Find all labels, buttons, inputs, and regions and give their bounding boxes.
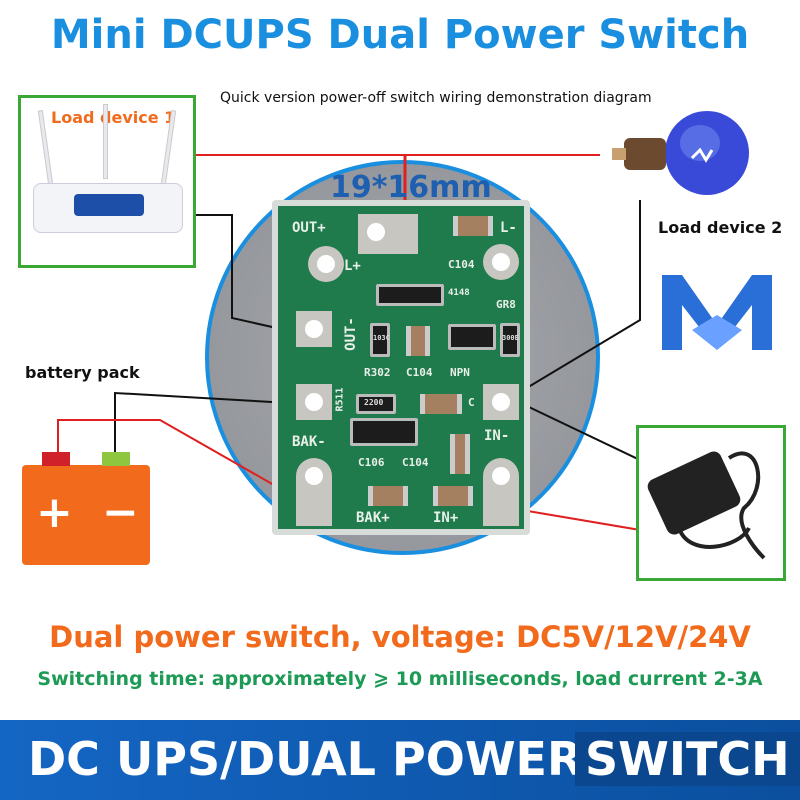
resistor-103c [370,323,390,357]
page-title: Mini DCUPS Dual Power Switch [50,12,750,58]
diagram-subtitle: Quick version power-off switch wiring de… [220,90,652,106]
capacitor [450,434,470,474]
voltage-info: Dual power switch, voltage: DC5V/12V/24V [49,620,751,654]
silk-2200: 2200 [364,398,384,407]
silk-300e: 300E [502,334,519,342]
silk-bak-minus: BAK- [292,434,326,450]
brand-logo [662,275,772,350]
silk-c104: C104 [402,456,429,469]
silk-l-plus: L+ [344,258,361,274]
silk-c: C [468,396,475,409]
diode-main [350,418,418,446]
silk-r302: R302 [364,366,391,379]
pcb-module: OUT+ L+ L- C104 4148 GR8 OUT- R302 C104 … [272,200,530,535]
silk-c106: C106 [358,456,385,469]
pad-in-plus [483,458,519,526]
light-bulb-icon [612,111,749,195]
router-icon [33,183,183,233]
battery-negative-terminal [102,452,130,466]
capacitor [406,326,430,356]
router-antenna [103,104,108,179]
load-device-2-label: Load device 2 [658,218,783,237]
silk-103c: 103C [373,334,390,342]
silk-l-minus: L- [500,220,517,236]
silk-4148: 4148 [448,288,470,298]
silk-out-plus: OUT+ [292,220,326,236]
pad-in-minus [483,384,519,420]
capacitor [420,394,462,414]
banner-main-text: DC UPS/DUAL POWER [28,732,583,786]
capacitor [453,216,493,236]
silk-out-minus: OUT- [342,317,359,351]
silk-gr8: GR8 [496,298,516,311]
bottom-banner: DC UPS/DUAL POWER SWITCH [0,720,800,800]
silk-c104: C104 [448,258,475,271]
silk-in-plus: IN+ [433,510,459,526]
dimension-label: 19*16mm [330,170,492,205]
pad-bak-plus [296,458,332,526]
wire-load2-minus [509,200,641,399]
pad-bak-minus [296,384,332,420]
switching-info: Switching time: approximately ⩾ 10 milli… [37,668,763,690]
silk-bak-plus: BAK+ [356,510,390,526]
silk-r511: R511 [334,387,346,412]
wire-bat-minus [114,391,291,458]
pad-out-minus [296,311,332,347]
wire-in-minus [509,397,641,461]
pad-l-plus [308,246,344,282]
battery-icon: + − [22,452,150,565]
capacitor [368,486,408,506]
pad-out-plus [358,214,418,254]
capacitor [433,486,473,506]
npn-transistor [448,324,496,350]
wire-in-plus [509,507,641,531]
silk-npn: NPN [450,366,470,379]
wire-bat-plus [57,419,296,498]
power-adapter-icon [647,451,766,560]
load-device-1-box: Load device 1 [18,95,196,268]
resistor-300e [500,323,520,357]
battery-plus-symbol: + [36,487,73,538]
battery-pack-label: battery pack [25,363,140,382]
load-device-1-label: Load device 1 [51,108,176,127]
banner-highlight-text: SWITCH [575,732,800,786]
silk-in-minus: IN- [484,428,510,444]
battery-minus-symbol: − [102,487,139,538]
silk-c104: C104 [406,366,433,379]
battery-positive-terminal [42,452,70,466]
pad-l-minus [483,244,519,280]
resistor-2200 [356,394,396,414]
wire-out-minus [196,214,309,336]
diode-4148 [376,284,444,306]
power-adapter-box [636,425,786,581]
